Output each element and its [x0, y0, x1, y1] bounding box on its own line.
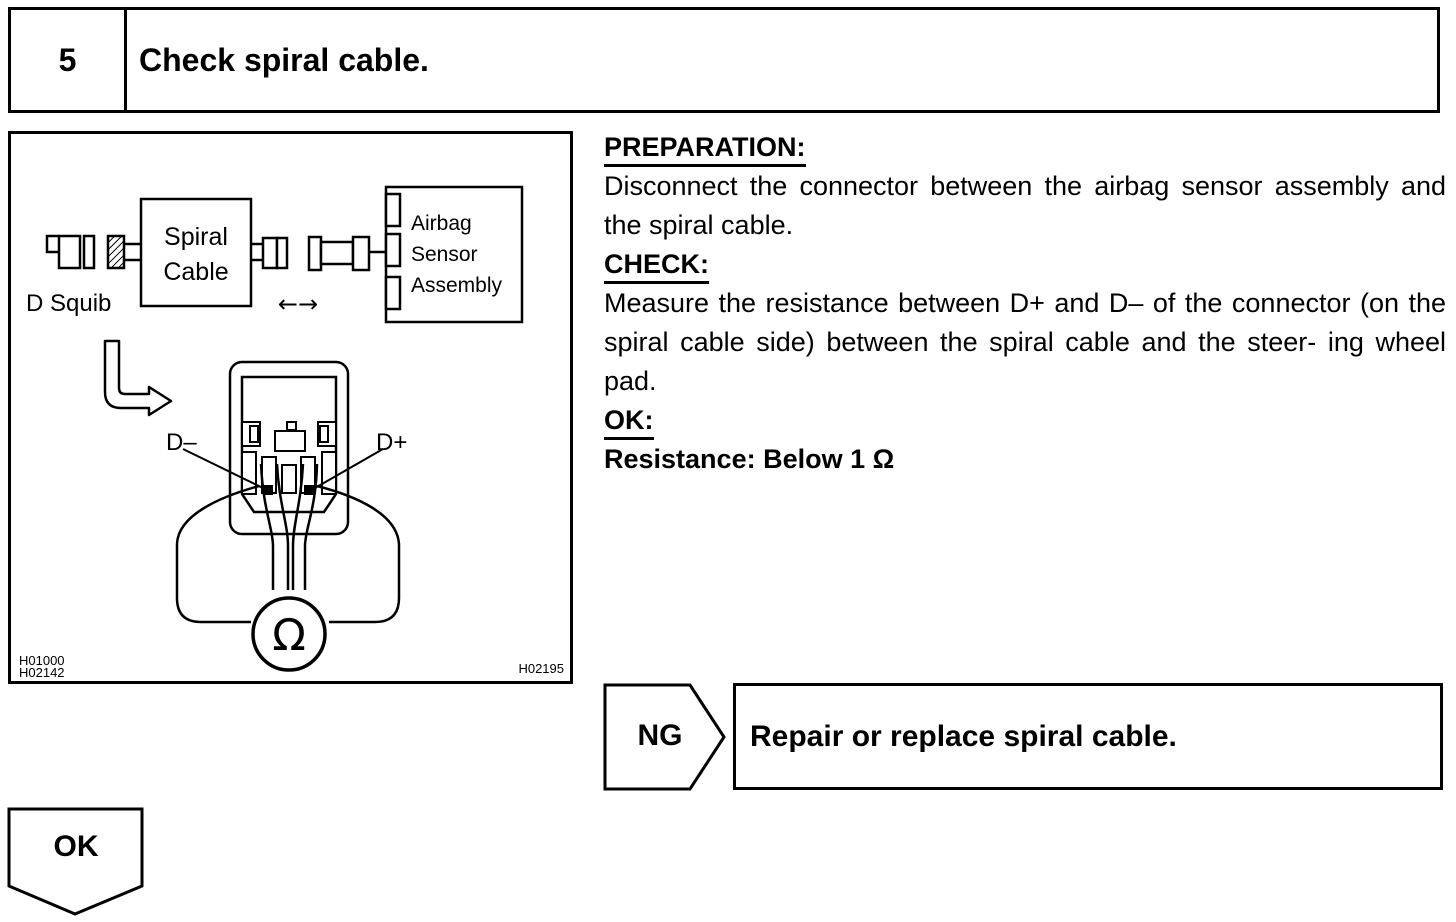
d-plus-leader [314, 448, 384, 489]
ng-action-box: Repair or replace spiral cable. [733, 683, 1443, 790]
diagram-svg: Spiral Cable Airbag Sensor Assembly D Sq… [19, 185, 564, 680]
ohmmeter-icon [251, 596, 327, 672]
check-text: Measure the resistance between D+ and D–… [604, 288, 1446, 396]
ng-action-text: Repair or replace spiral cable. [750, 719, 1177, 753]
d-minus-leader [182, 448, 264, 489]
figure-code-right: H02195 [518, 661, 564, 676]
d-plus-label: D+ [376, 429, 407, 456]
airbag-label-3: Assembly [411, 274, 503, 297]
d-squib-label: D Squib [26, 290, 111, 317]
ok-heading: OK: [604, 404, 654, 440]
preparation-heading: PREPARATION: [604, 131, 806, 167]
bent-arrow-icon [103, 339, 173, 417]
connector-housing [228, 360, 350, 536]
ohm-symbol: Ω [272, 610, 306, 661]
spiral-cable-connector [251, 236, 289, 270]
spiral-cable-label-2: Cable [163, 258, 228, 286]
probe-leads [175, 463, 401, 624]
preparation-text: Disconnect the connector between the air… [604, 171, 1446, 240]
check-heading: CHECK: [604, 248, 709, 284]
airbag-label-1: Airbag [411, 212, 472, 235]
spiral-cable-box [139, 197, 253, 308]
ok-label: OK [53, 830, 99, 863]
connector-diagram: Spiral Cable Airbag Sensor Assembly D Sq… [8, 131, 573, 684]
disconnect-arrows: ←→ [278, 290, 318, 318]
figure-code-left-1: H01000 [19, 653, 65, 668]
airbag-label-2: Sensor [411, 243, 478, 266]
ok-spec: Resistance: Below 1 Ω [604, 444, 895, 474]
spiral-cable-label-1: Spiral [164, 223, 228, 251]
d-minus-label: D– [166, 429, 197, 456]
d-squib-connector [45, 234, 141, 270]
ok-arrow-icon [7, 807, 144, 916]
airbag-sensor-box [384, 185, 524, 324]
airbag-side-connector [307, 235, 386, 272]
step-header: 5 Check spiral cable. [8, 7, 1440, 113]
instructions: PREPARATION: Disconnect the connector be… [604, 128, 1446, 479]
figure-code-left-2: H02142 [19, 665, 65, 680]
step-title: Check spiral cable. [139, 41, 429, 78]
step-number: 5 [11, 10, 127, 110]
ng-label: NG [637, 719, 683, 752]
ng-arrow-icon [603, 683, 726, 791]
